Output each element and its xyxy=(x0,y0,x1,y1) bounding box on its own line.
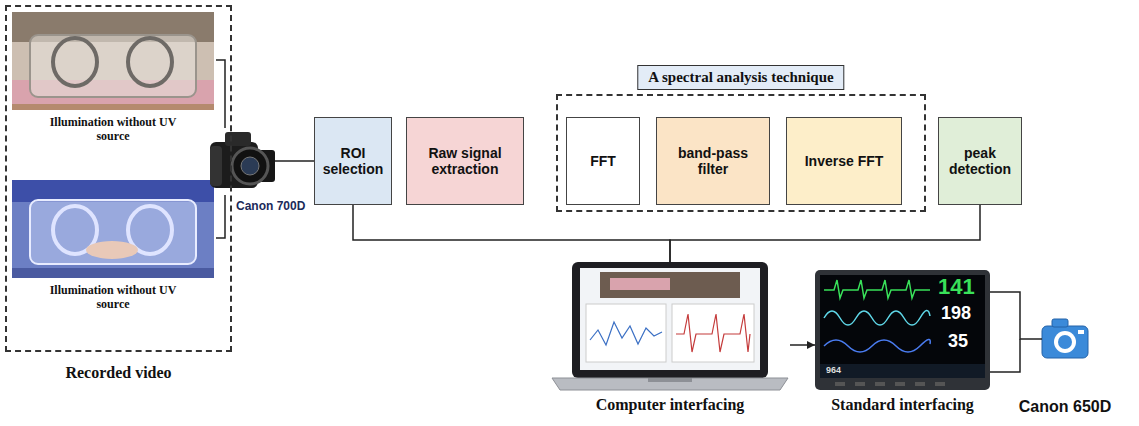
dashed-group: A spectral analysis techniqueFFTband-pas… xyxy=(556,94,926,212)
connector xyxy=(353,205,670,262)
patient-monitor xyxy=(815,270,1020,390)
box-label: band-pass filter xyxy=(661,145,765,177)
patient-monitor xyxy=(820,364,985,378)
process-box: peak detection xyxy=(938,117,1022,205)
camera-icon xyxy=(1058,335,1072,349)
incubator-photo xyxy=(12,268,214,278)
laptop xyxy=(552,262,788,390)
incubator-photo xyxy=(128,38,172,86)
incubator-photo xyxy=(12,180,214,202)
patient-monitor xyxy=(990,339,1020,372)
incubator-photo xyxy=(53,38,97,86)
incubator-photo xyxy=(86,241,138,259)
incubator-photo xyxy=(12,180,214,278)
patient-monitor xyxy=(824,310,930,325)
camera-icon xyxy=(225,132,251,146)
monitor-reading: 35 xyxy=(948,332,968,350)
camera-node: Canon 700D xyxy=(208,128,275,195)
camera-icon xyxy=(1052,319,1068,327)
node-caption: Canon 700D xyxy=(236,200,305,214)
laptop xyxy=(672,304,754,362)
camera-icon xyxy=(210,132,275,188)
laptop-node: Computer interfacing xyxy=(550,262,790,390)
connector xyxy=(216,60,225,128)
patient-monitor xyxy=(824,339,930,352)
patient-monitor xyxy=(855,382,865,386)
connector xyxy=(990,292,1042,339)
laptop xyxy=(586,304,666,362)
photo-panel: Illumination without UV source xyxy=(10,10,216,146)
camera-icon xyxy=(1078,330,1084,334)
laptop xyxy=(600,272,740,298)
patient-monitor xyxy=(835,382,845,386)
camera-icon xyxy=(1054,331,1076,353)
camera-icon xyxy=(1042,319,1088,358)
laptop xyxy=(590,322,662,345)
patient-monitor xyxy=(824,280,930,298)
connector xyxy=(216,195,225,238)
laptop xyxy=(572,262,768,378)
incubator-photo xyxy=(12,180,214,278)
incubator-photo xyxy=(12,104,214,110)
box-label: peak detection xyxy=(943,145,1017,177)
node-caption: Standard interfacing xyxy=(831,396,974,414)
connector xyxy=(670,205,980,262)
dashed-group: Recorded videoIllumination without UV so… xyxy=(5,5,232,352)
camera-icon xyxy=(232,148,268,184)
box-label: ROI selection xyxy=(319,145,387,177)
camera-icon xyxy=(1042,326,1088,358)
monitor-reading: 198 xyxy=(941,304,971,322)
box-label: Raw signal extraction xyxy=(411,145,519,177)
monitor-reading: 141 xyxy=(938,276,975,298)
patient-monitor xyxy=(935,382,945,386)
photo-panel: Illumination without UV source xyxy=(10,178,216,314)
incubator-photo xyxy=(12,12,214,110)
node-caption: A spectral analysis technique xyxy=(637,65,844,90)
process-box: band-pass filter xyxy=(656,117,770,205)
monitor-reading: 964 xyxy=(826,366,841,375)
patient-monitor xyxy=(815,270,990,390)
process-box: ROI selection xyxy=(314,117,392,205)
patient-monitor xyxy=(875,382,885,386)
laptop xyxy=(552,378,788,390)
patient-monitor xyxy=(895,382,905,386)
laptop xyxy=(580,268,760,370)
process-box: Inverse FFT xyxy=(786,117,902,205)
laptop xyxy=(676,314,750,352)
laptop xyxy=(610,278,670,290)
incubator-photo xyxy=(30,200,196,264)
connector xyxy=(275,160,314,162)
node-caption: Illumination without UV source xyxy=(38,116,188,144)
node-caption: Computer interfacing xyxy=(596,396,745,414)
process-box: FFT xyxy=(566,117,640,205)
patient-monitor xyxy=(820,275,985,378)
connector xyxy=(790,344,815,346)
incubator-photo xyxy=(30,35,196,97)
box-label: FFT xyxy=(590,153,616,169)
node-caption: Illumination without UV source xyxy=(38,284,188,312)
camera-icon xyxy=(210,146,222,186)
box-label: Inverse FFT xyxy=(805,153,884,169)
laptop xyxy=(648,378,692,382)
patient-monitor xyxy=(915,382,925,386)
incubator-photo xyxy=(12,12,214,110)
camera-icon xyxy=(241,157,259,175)
camera-node: Canon 650D xyxy=(1042,318,1088,360)
process-box: Raw signal extraction xyxy=(406,117,524,205)
node-caption: Canon 650D xyxy=(1019,398,1111,416)
node-caption: Recorded video xyxy=(65,364,171,382)
